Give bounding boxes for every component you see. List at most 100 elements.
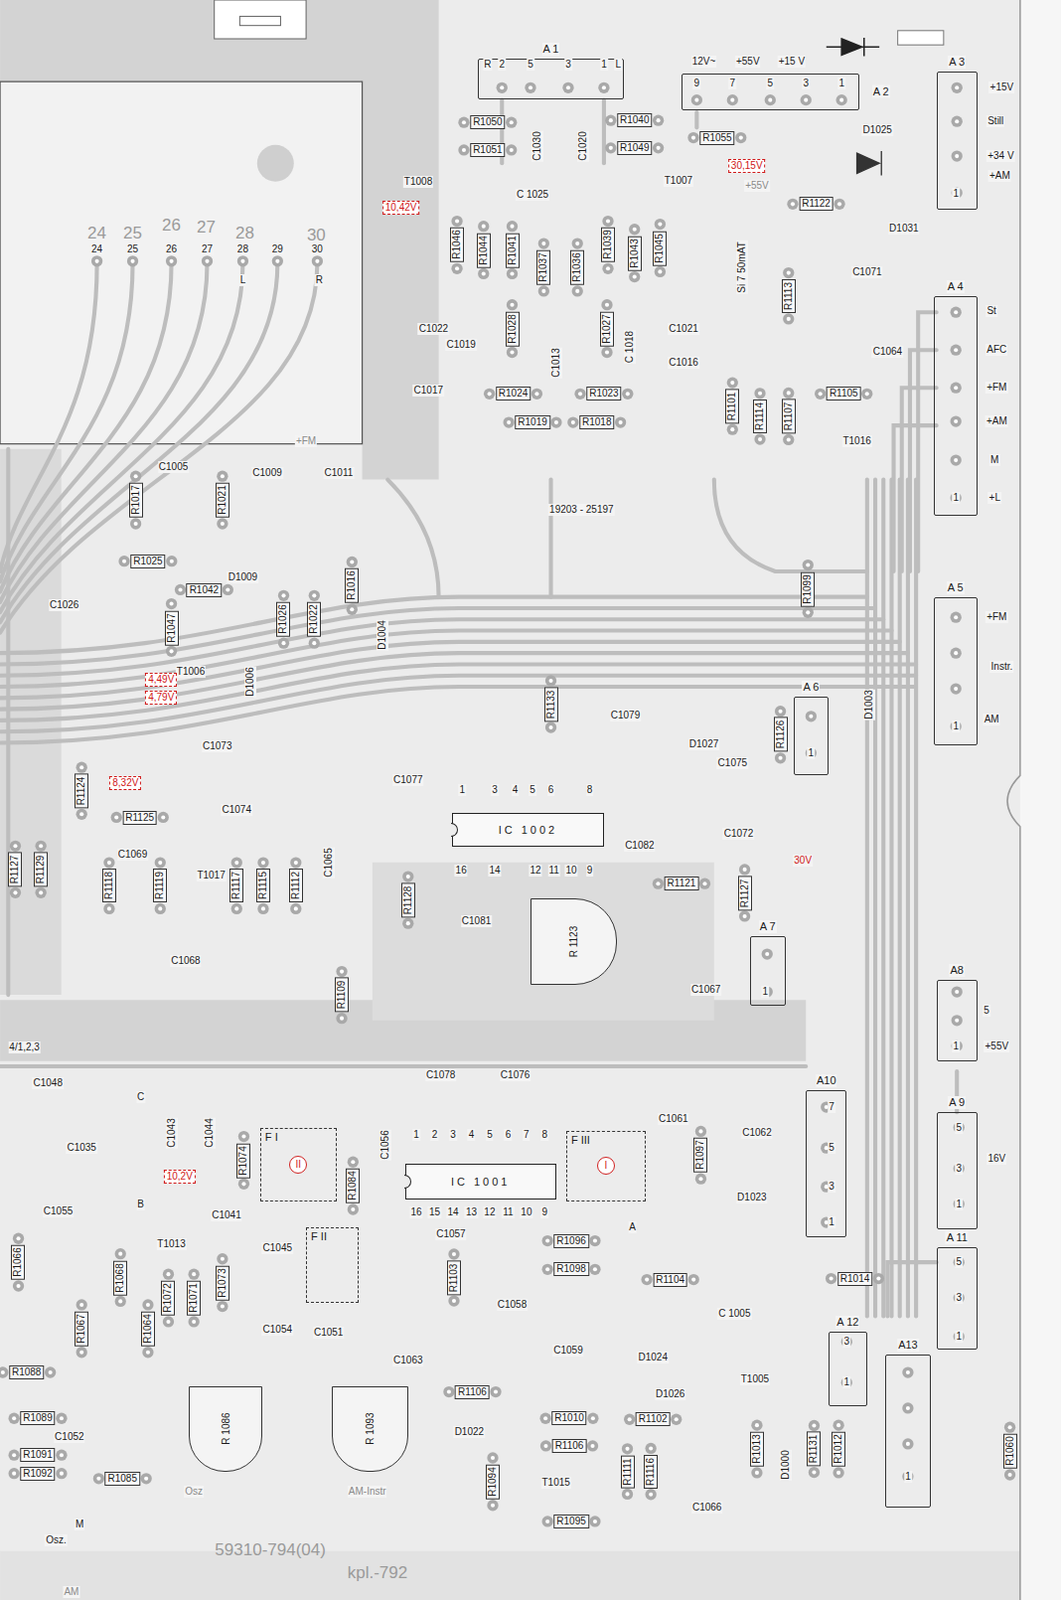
solder-pad — [761, 985, 773, 997]
trace — [602, 100, 607, 164]
resistor-label: R1119 — [152, 868, 167, 903]
drill-hole — [953, 650, 958, 655]
solder-pad — [623, 1413, 635, 1425]
drill-hole — [627, 1416, 632, 1421]
drill-hole — [134, 473, 139, 478]
solder-pad — [652, 115, 664, 127]
resistor-label: R1024 — [495, 386, 531, 401]
solder-pad — [602, 263, 613, 275]
solder-pad — [567, 416, 579, 428]
drill-hole — [157, 860, 162, 865]
part-label: 1 — [457, 783, 466, 796]
solder-pad — [335, 1012, 347, 1024]
drill-hole — [545, 1518, 550, 1523]
trace — [0, 597, 868, 653]
part-label: T1016 — [841, 435, 872, 448]
drill-hole — [177, 587, 182, 592]
resistor-label: R1021 — [215, 481, 230, 517]
mount-hole — [257, 145, 295, 182]
solder-pad — [174, 584, 186, 596]
trace — [865, 479, 870, 1317]
trace — [881, 479, 886, 1317]
part-label: 5 — [955, 1121, 964, 1134]
solder-pad — [902, 1401, 913, 1413]
drill-hole — [12, 890, 17, 895]
voltage-callout: 10,42V — [382, 200, 421, 215]
resistor-label: R1092 — [19, 1466, 55, 1481]
solder-pad — [311, 255, 323, 267]
solder-pad — [950, 454, 962, 465]
trace — [0, 1063, 806, 1068]
solder-pad — [44, 1365, 56, 1377]
solder-pad — [451, 215, 462, 227]
drill-hole — [11, 1415, 16, 1420]
drill-hole — [509, 224, 514, 229]
part-label: +L — [988, 491, 1002, 504]
solder-pad — [347, 1203, 359, 1214]
solder-pad — [103, 856, 115, 868]
part-label: C1069 — [117, 848, 149, 861]
copper-area — [372, 862, 715, 1021]
part-label: D1000 — [779, 1448, 792, 1480]
filter-can: F IIII — [566, 1130, 646, 1202]
drill-hole — [571, 420, 576, 425]
drill-hole — [648, 1445, 653, 1450]
solder-pad — [503, 416, 515, 428]
drill-hole — [954, 1018, 959, 1023]
drill-hole — [786, 390, 791, 395]
voltage-callout: 30,15V — [728, 158, 766, 173]
part-label: 5 — [955, 1255, 964, 1268]
resistor-label: R1126 — [773, 717, 788, 753]
solder-pad — [346, 604, 358, 615]
solder-pad — [902, 1470, 913, 1482]
solder-pad — [833, 198, 845, 210]
resistor-label: R1088 — [8, 1364, 44, 1379]
solder-pad — [814, 388, 826, 400]
resistor-label: R1050 — [469, 115, 505, 130]
part-label: 15 — [428, 1206, 442, 1218]
trace — [0, 607, 876, 664]
resistor-label: R1084 — [345, 1168, 360, 1204]
solder-pad — [614, 416, 626, 428]
drill-hole — [954, 85, 959, 90]
drill-hole — [169, 259, 174, 264]
drill-hole — [608, 118, 613, 123]
solder-pad — [486, 1451, 498, 1463]
drill-hole — [605, 349, 609, 354]
drill-hole — [220, 521, 225, 526]
part-label: C 1018 — [623, 329, 636, 364]
silkscreen-number: 27 — [195, 216, 217, 236]
silkscreen-number: 26 — [160, 214, 182, 234]
solder-pad — [8, 1412, 20, 1424]
solder-pad — [115, 1295, 127, 1307]
drill-hole — [294, 860, 299, 865]
solder-pad — [165, 645, 177, 657]
solder-pad — [448, 1247, 459, 1259]
trace — [548, 479, 553, 598]
solder-pad — [951, 82, 963, 94]
solder-pad — [483, 388, 495, 400]
resistor-label: R1091 — [19, 1447, 55, 1462]
part-label: +55V — [983, 1040, 1010, 1053]
node-title: F III — [571, 1133, 591, 1147]
resistor-label: R1105 — [826, 386, 862, 401]
resistor-label: R1127 — [738, 875, 753, 910]
resistor-label: R1060 — [1003, 1433, 1018, 1469]
drill-hole — [350, 1207, 355, 1212]
solder-pad — [524, 82, 536, 94]
drill-hole — [349, 606, 354, 611]
solder-pad — [805, 747, 817, 758]
resistor-label: R1017 — [129, 481, 144, 517]
drill-hole — [808, 714, 813, 719]
solder-pad — [754, 433, 765, 445]
part-label: 12V~ — [691, 55, 718, 68]
drill-hole — [625, 391, 630, 396]
solder-pad — [335, 965, 347, 977]
solder-pad — [587, 1439, 599, 1451]
drill-hole — [590, 1443, 595, 1448]
resistor-label: R1027 — [600, 310, 614, 346]
traces — [0, 100, 957, 1317]
drill-hole — [624, 1446, 629, 1451]
part-label: +15V — [989, 81, 1016, 94]
part-label: 1 — [760, 985, 769, 998]
